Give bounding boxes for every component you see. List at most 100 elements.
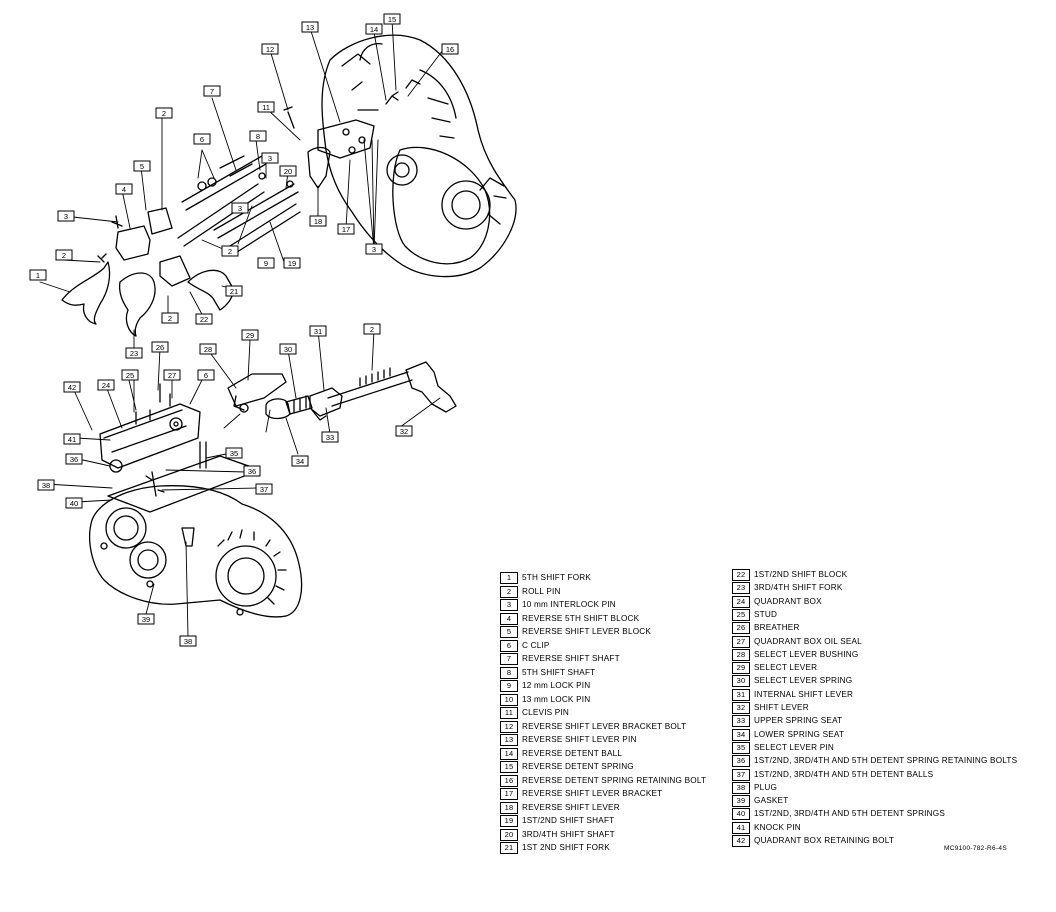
legend-label: SELECT LEVER — [754, 663, 818, 673]
legend-number: 39 — [732, 795, 750, 808]
svg-text:33: 33 — [326, 433, 334, 442]
callout-box: 14 — [365, 23, 383, 35]
legend-number: 11 — [500, 707, 518, 719]
svg-text:25: 25 — [126, 371, 134, 380]
callout-box: 3 — [231, 202, 249, 214]
svg-text:32: 32 — [400, 427, 408, 436]
legend-number: 8 — [500, 666, 518, 679]
svg-text:12: 12 — [266, 45, 274, 54]
legend-number: 34 — [732, 728, 750, 741]
legend-label: QUADRANT BOX RETAINING BOLT — [754, 836, 895, 845]
svg-text:2: 2 — [370, 325, 374, 334]
svg-text:41: 41 — [68, 435, 76, 444]
legend-label: REVERSE SHIFT LEVER BRACKET — [522, 789, 663, 798]
callout-box: 9 — [257, 257, 275, 269]
legend-label: REVERSE SHIFT LEVER PIN — [522, 735, 637, 744]
callout-box: 3 — [365, 243, 383, 255]
svg-text:7: 7 — [210, 87, 214, 96]
svg-text:4: 4 — [122, 185, 126, 194]
svg-text:16: 16 — [446, 45, 454, 54]
callout-box: 40 — [65, 497, 83, 509]
legend-label: 3RD/4TH SHIFT SHAFT — [522, 829, 615, 839]
leader-lines — [39, 19, 444, 637]
svg-text:14: 14 — [370, 25, 378, 34]
svg-text:24: 24 — [102, 381, 110, 390]
callout-box: 15 — [383, 13, 401, 25]
legend-label: UPPER SPRING SEAT — [754, 716, 843, 726]
callout-box: 30 — [279, 343, 297, 355]
svg-text:35: 35 — [230, 449, 238, 458]
legend-label: 12 mm LOCK PIN — [522, 681, 591, 690]
select-lever-and-shift-lever — [227, 361, 457, 421]
legend-label: KNOCK PIN — [754, 822, 801, 832]
svg-text:26: 26 — [156, 343, 164, 352]
legend-label: SELECT LEVER SPRING — [754, 676, 853, 686]
svg-text:21: 21 — [230, 287, 238, 296]
callout-box: 23 — [125, 347, 143, 359]
svg-text:20: 20 — [284, 167, 292, 176]
legend-label: PLUG — [754, 782, 778, 792]
legend-label: QUADRANT BOX — [754, 596, 822, 606]
legend-label: REVERSE DETENT SPRING RETAINING BOLT — [522, 775, 707, 785]
legend-label: REVERSE SHIFT LEVER BRACKET BOLT — [522, 721, 687, 731]
legend-number: 13 — [500, 734, 518, 746]
svg-text:13: 13 — [306, 23, 314, 32]
legend-label: BREATHER — [754, 623, 800, 633]
legend-label: 1ST/2ND, 3RD/4TH AND 5TH DETENT SPRINGS — [754, 809, 945, 819]
callout-boxes: 1 2 2 2 2 3 3 3 3 4 5 6 6 7 8 9 10 11 12… — [29, 13, 459, 647]
legend-label: REVERSE DETENT BALL — [522, 748, 623, 758]
legend-number: 36 — [732, 755, 750, 768]
legend-label: LOWER SPRING SEAT — [754, 729, 845, 739]
callout-box: 11 — [257, 101, 275, 113]
svg-text:3: 3 — [64, 212, 68, 221]
svg-text:36: 36 — [70, 455, 78, 464]
svg-text:15: 15 — [388, 15, 396, 24]
svg-text:39: 39 — [142, 615, 150, 624]
legend-number: 25 — [732, 608, 750, 621]
legend-label: REVERSE SHIFT SHAFT — [522, 654, 620, 663]
svg-text:38: 38 — [42, 481, 50, 490]
svg-text:28: 28 — [204, 345, 212, 354]
legend-number: 42 — [732, 835, 750, 847]
legend-number: 32 — [732, 702, 750, 714]
legend-label: 1ST/2ND SHIFT SHAFT — [522, 816, 615, 825]
svg-text:6: 6 — [204, 371, 208, 380]
legend-number: 14 — [500, 747, 518, 760]
legend-number: 7 — [500, 653, 518, 665]
legend-label: REVERSE 5TH SHIFT BLOCK — [522, 613, 640, 623]
legend-number: 20 — [500, 828, 518, 841]
legend-number: 28 — [732, 648, 750, 661]
legend-number: 26 — [732, 622, 750, 635]
svg-text:31: 31 — [314, 327, 322, 336]
legend-label: 10 mm INTERLOCK PIN — [522, 600, 616, 609]
legend-number: 30 — [732, 675, 750, 688]
legend-number: 15 — [500, 761, 518, 773]
svg-text:3: 3 — [268, 154, 272, 163]
svg-text:6: 6 — [200, 135, 204, 144]
legend-label: 1ST 2ND SHIFT FORK — [522, 843, 610, 852]
svg-text:42: 42 — [68, 383, 76, 392]
legend-label: 1ST/2ND SHIFT BLOCK — [754, 570, 848, 579]
callout-box: 13 — [301, 21, 319, 33]
callout-box: 3 — [57, 210, 75, 222]
callout-box: 19 — [283, 257, 301, 269]
legend-label: SHIFT LEVER — [754, 703, 809, 712]
svg-text:36: 36 — [248, 467, 256, 476]
svg-text:40: 40 — [70, 499, 78, 508]
callout-box: 16 — [441, 43, 459, 55]
svg-text:27: 27 — [168, 371, 176, 380]
callout-box: 2 — [55, 249, 73, 261]
legend-number: 21 — [500, 842, 518, 854]
callout-box: 39 — [137, 613, 155, 625]
svg-text:5: 5 — [140, 162, 144, 171]
svg-text:38: 38 — [184, 637, 192, 646]
svg-text:8: 8 — [256, 132, 260, 141]
callout-box: 25 — [121, 369, 139, 381]
callout-box: 41 — [63, 433, 81, 445]
legend-label: C CLIP — [522, 640, 550, 650]
callout-box: 26 — [151, 341, 169, 353]
legend-number: 35 — [732, 741, 750, 754]
legend-number: 1 — [500, 572, 518, 584]
